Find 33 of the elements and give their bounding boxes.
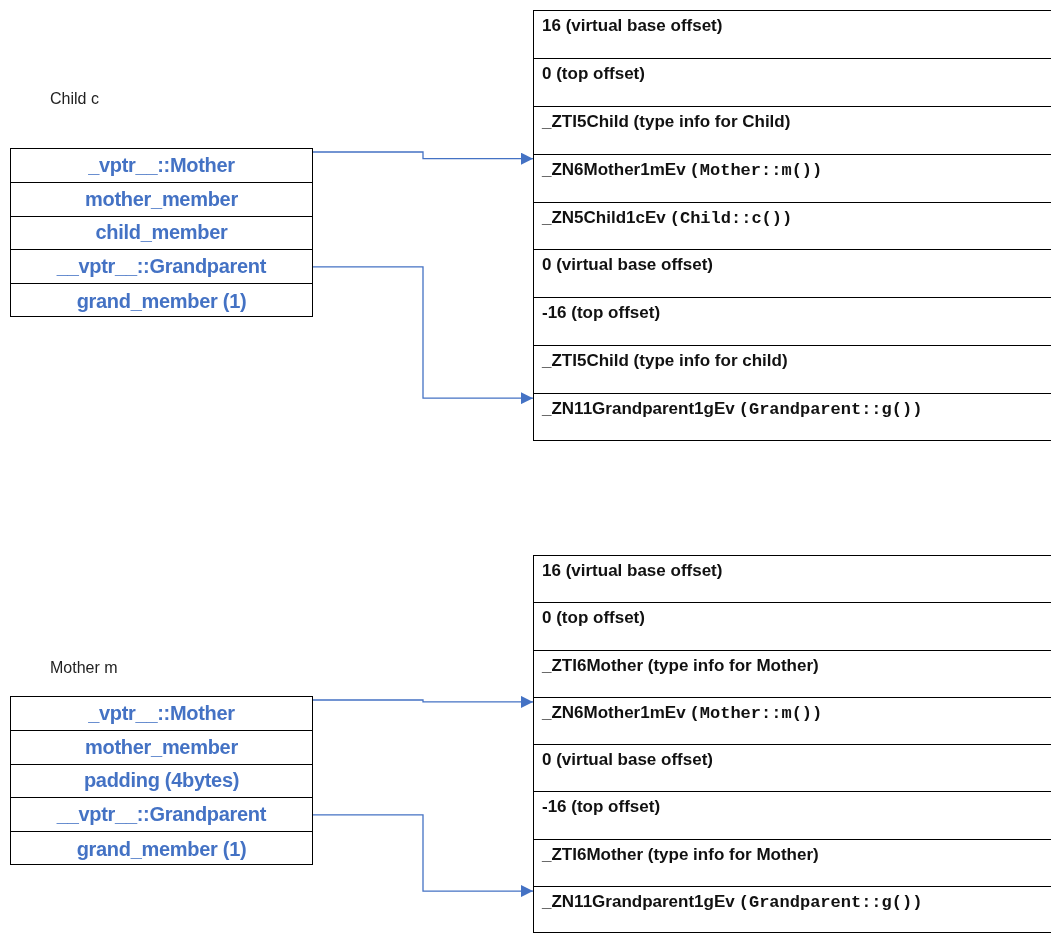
member-field: __vptr__::Grandparent	[11, 798, 312, 833]
vtable-entry: _ZTI5Child (type info for Child)	[534, 106, 1051, 155]
vtable-entry: _ZN5Child1cEv (Child::c())	[534, 202, 1051, 251]
vtable-entry: _ZTI6Mother (type info for Mother)	[534, 839, 1051, 888]
member-field: grand_member (1)	[11, 284, 312, 318]
object-name: Mother m	[50, 659, 118, 677]
member-field: mother_member	[11, 730, 312, 765]
vtable-entry: 0 (top offset)	[534, 58, 1051, 107]
vtable-entry: 0 (virtual base offset)	[534, 745, 1051, 793]
vtable-entry: _ZTI6Mother (type info for Mother)	[534, 650, 1051, 698]
vtable-entry: 0 (virtual base offset)	[534, 250, 1051, 299]
member-field: grand_member (1)	[11, 832, 312, 866]
object-name: Child c	[50, 90, 99, 108]
member-field: __vptr__::Grandparent	[11, 250, 312, 285]
pointer-arrow	[311, 695, 534, 708]
vtable-entry: _ZN11Grandparent1gEv (Grandparent::g())	[534, 394, 1051, 442]
vtable-entry: 16 (virtual base offset)	[534, 556, 1051, 604]
pointer-arrow	[311, 266, 534, 405]
pointer-arrow	[311, 814, 534, 898]
member-field: mother_member	[11, 182, 312, 217]
member-field: child_member	[11, 216, 312, 251]
member-field: _vptr__::Mother	[11, 697, 312, 731]
vtable-entry: 16 (virtual base offset)	[534, 11, 1051, 59]
member-field: _vptr__::Mother	[11, 149, 312, 183]
vtable-entry: _ZN11Grandparent1gEv (Grandparent::g())	[534, 887, 1051, 935]
vtable-entry: -16 (top offset)	[534, 792, 1051, 840]
vtable-entry: _ZN6Mother1mEv (Mother::m())	[534, 697, 1051, 746]
vtable-entry: 0 (top offset)	[534, 603, 1051, 651]
member-field: padding (4bytes)	[11, 764, 312, 799]
pointer-arrow	[311, 151, 534, 165]
vtable-entry: _ZTI5Child (type info for child)	[534, 346, 1051, 395]
vtable-entry: _ZN6Mother1mEv (Mother::m())	[534, 154, 1051, 203]
vtable-entry: -16 (top offset)	[534, 298, 1051, 347]
